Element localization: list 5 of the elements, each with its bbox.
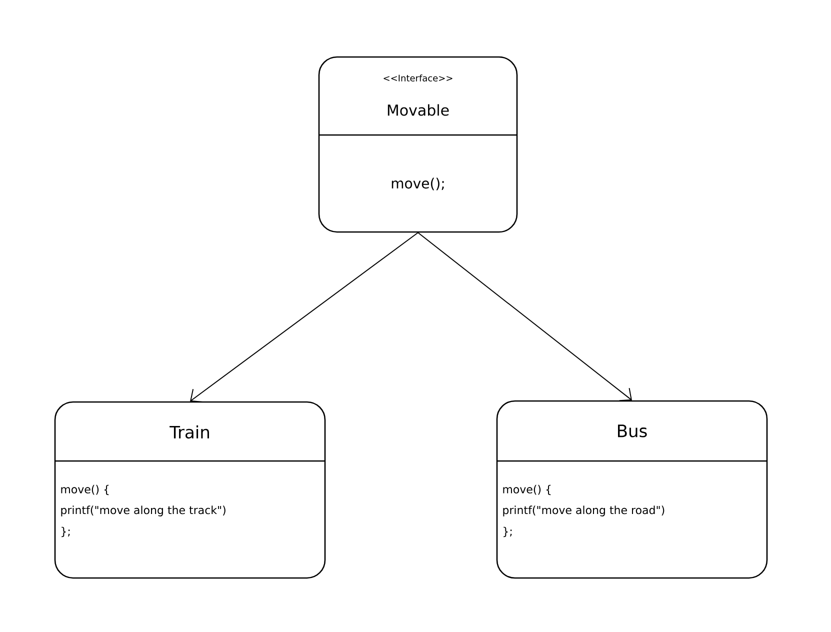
class-box: Train move() { printf("move along the track") }; (54, 401, 326, 579)
class-box: Bus move() { printf("move along the road") }; (496, 400, 768, 579)
arrow (418, 232, 632, 402)
arrow (190, 232, 418, 402)
class-box: <<Interface>> Movable move(); (318, 56, 518, 233)
